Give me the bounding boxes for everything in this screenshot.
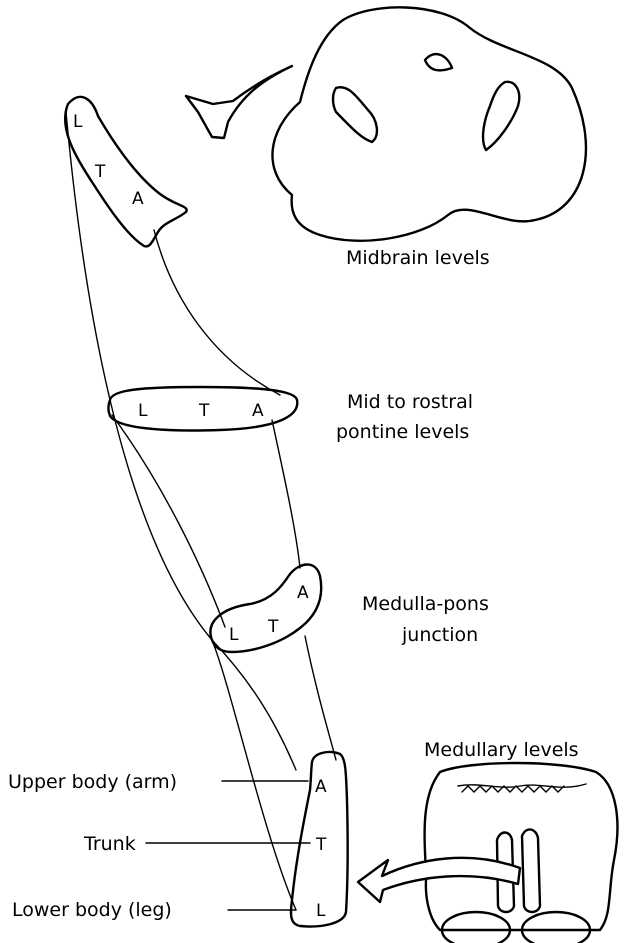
midbrain-letter-trunk: T bbox=[94, 162, 106, 182]
left-cerebral-peduncle bbox=[333, 87, 377, 142]
medullary-letter-leg: L bbox=[316, 901, 326, 921]
midbrain-letter-leg: L bbox=[73, 112, 83, 132]
pontine-letter-arm: A bbox=[252, 401, 264, 421]
pontine-label-line2: pontine levels bbox=[336, 421, 469, 443]
lower-body-label: Lower body (leg) bbox=[12, 899, 172, 921]
medulla-arrow bbox=[358, 858, 520, 902]
olivary-nucleus bbox=[458, 784, 586, 792]
trunk-label: Trunk bbox=[83, 833, 136, 855]
pontine-letter-leg: L bbox=[138, 401, 148, 421]
right-cerebral-peduncle bbox=[483, 82, 519, 150]
pontine-label-line1: Mid to rostral bbox=[347, 391, 473, 413]
junction-letter-arm: A bbox=[297, 583, 309, 603]
medullary-levels-label: Medullary levels bbox=[424, 739, 579, 761]
midbrain-cross-section bbox=[272, 7, 586, 240]
pontine-letter-trunk: T bbox=[198, 401, 210, 421]
junction-label-line1: Medulla-pons bbox=[362, 593, 489, 615]
right-pyramid-base bbox=[522, 912, 590, 943]
junction-letter-trunk: T bbox=[267, 617, 279, 637]
medullary-letter-trunk: T bbox=[315, 835, 327, 855]
pontine-section: L T A bbox=[109, 387, 298, 430]
upper-body-label: Upper body (arm) bbox=[8, 771, 177, 793]
body-region-labels: Upper body (arm) Trunk Lower body (leg) bbox=[8, 771, 310, 921]
junction-letter-leg: L bbox=[229, 625, 239, 645]
midbrain-inset: L T A bbox=[65, 97, 187, 247]
midbrain-arrow bbox=[186, 66, 292, 138]
midbrain-letter-arm: A bbox=[132, 189, 144, 209]
medulla-cross-section bbox=[425, 763, 618, 943]
right-pyramid bbox=[522, 829, 540, 912]
medullary-pyramid: A T L bbox=[291, 752, 348, 926]
midbrain-levels-label: Midbrain levels bbox=[346, 247, 490, 269]
junction-section: L T A bbox=[210, 565, 321, 653]
left-pyramid-base bbox=[442, 912, 510, 943]
medullary-letter-arm: A bbox=[315, 777, 327, 797]
aqueduct bbox=[425, 54, 452, 70]
junction-label-line2: junction bbox=[401, 624, 478, 646]
